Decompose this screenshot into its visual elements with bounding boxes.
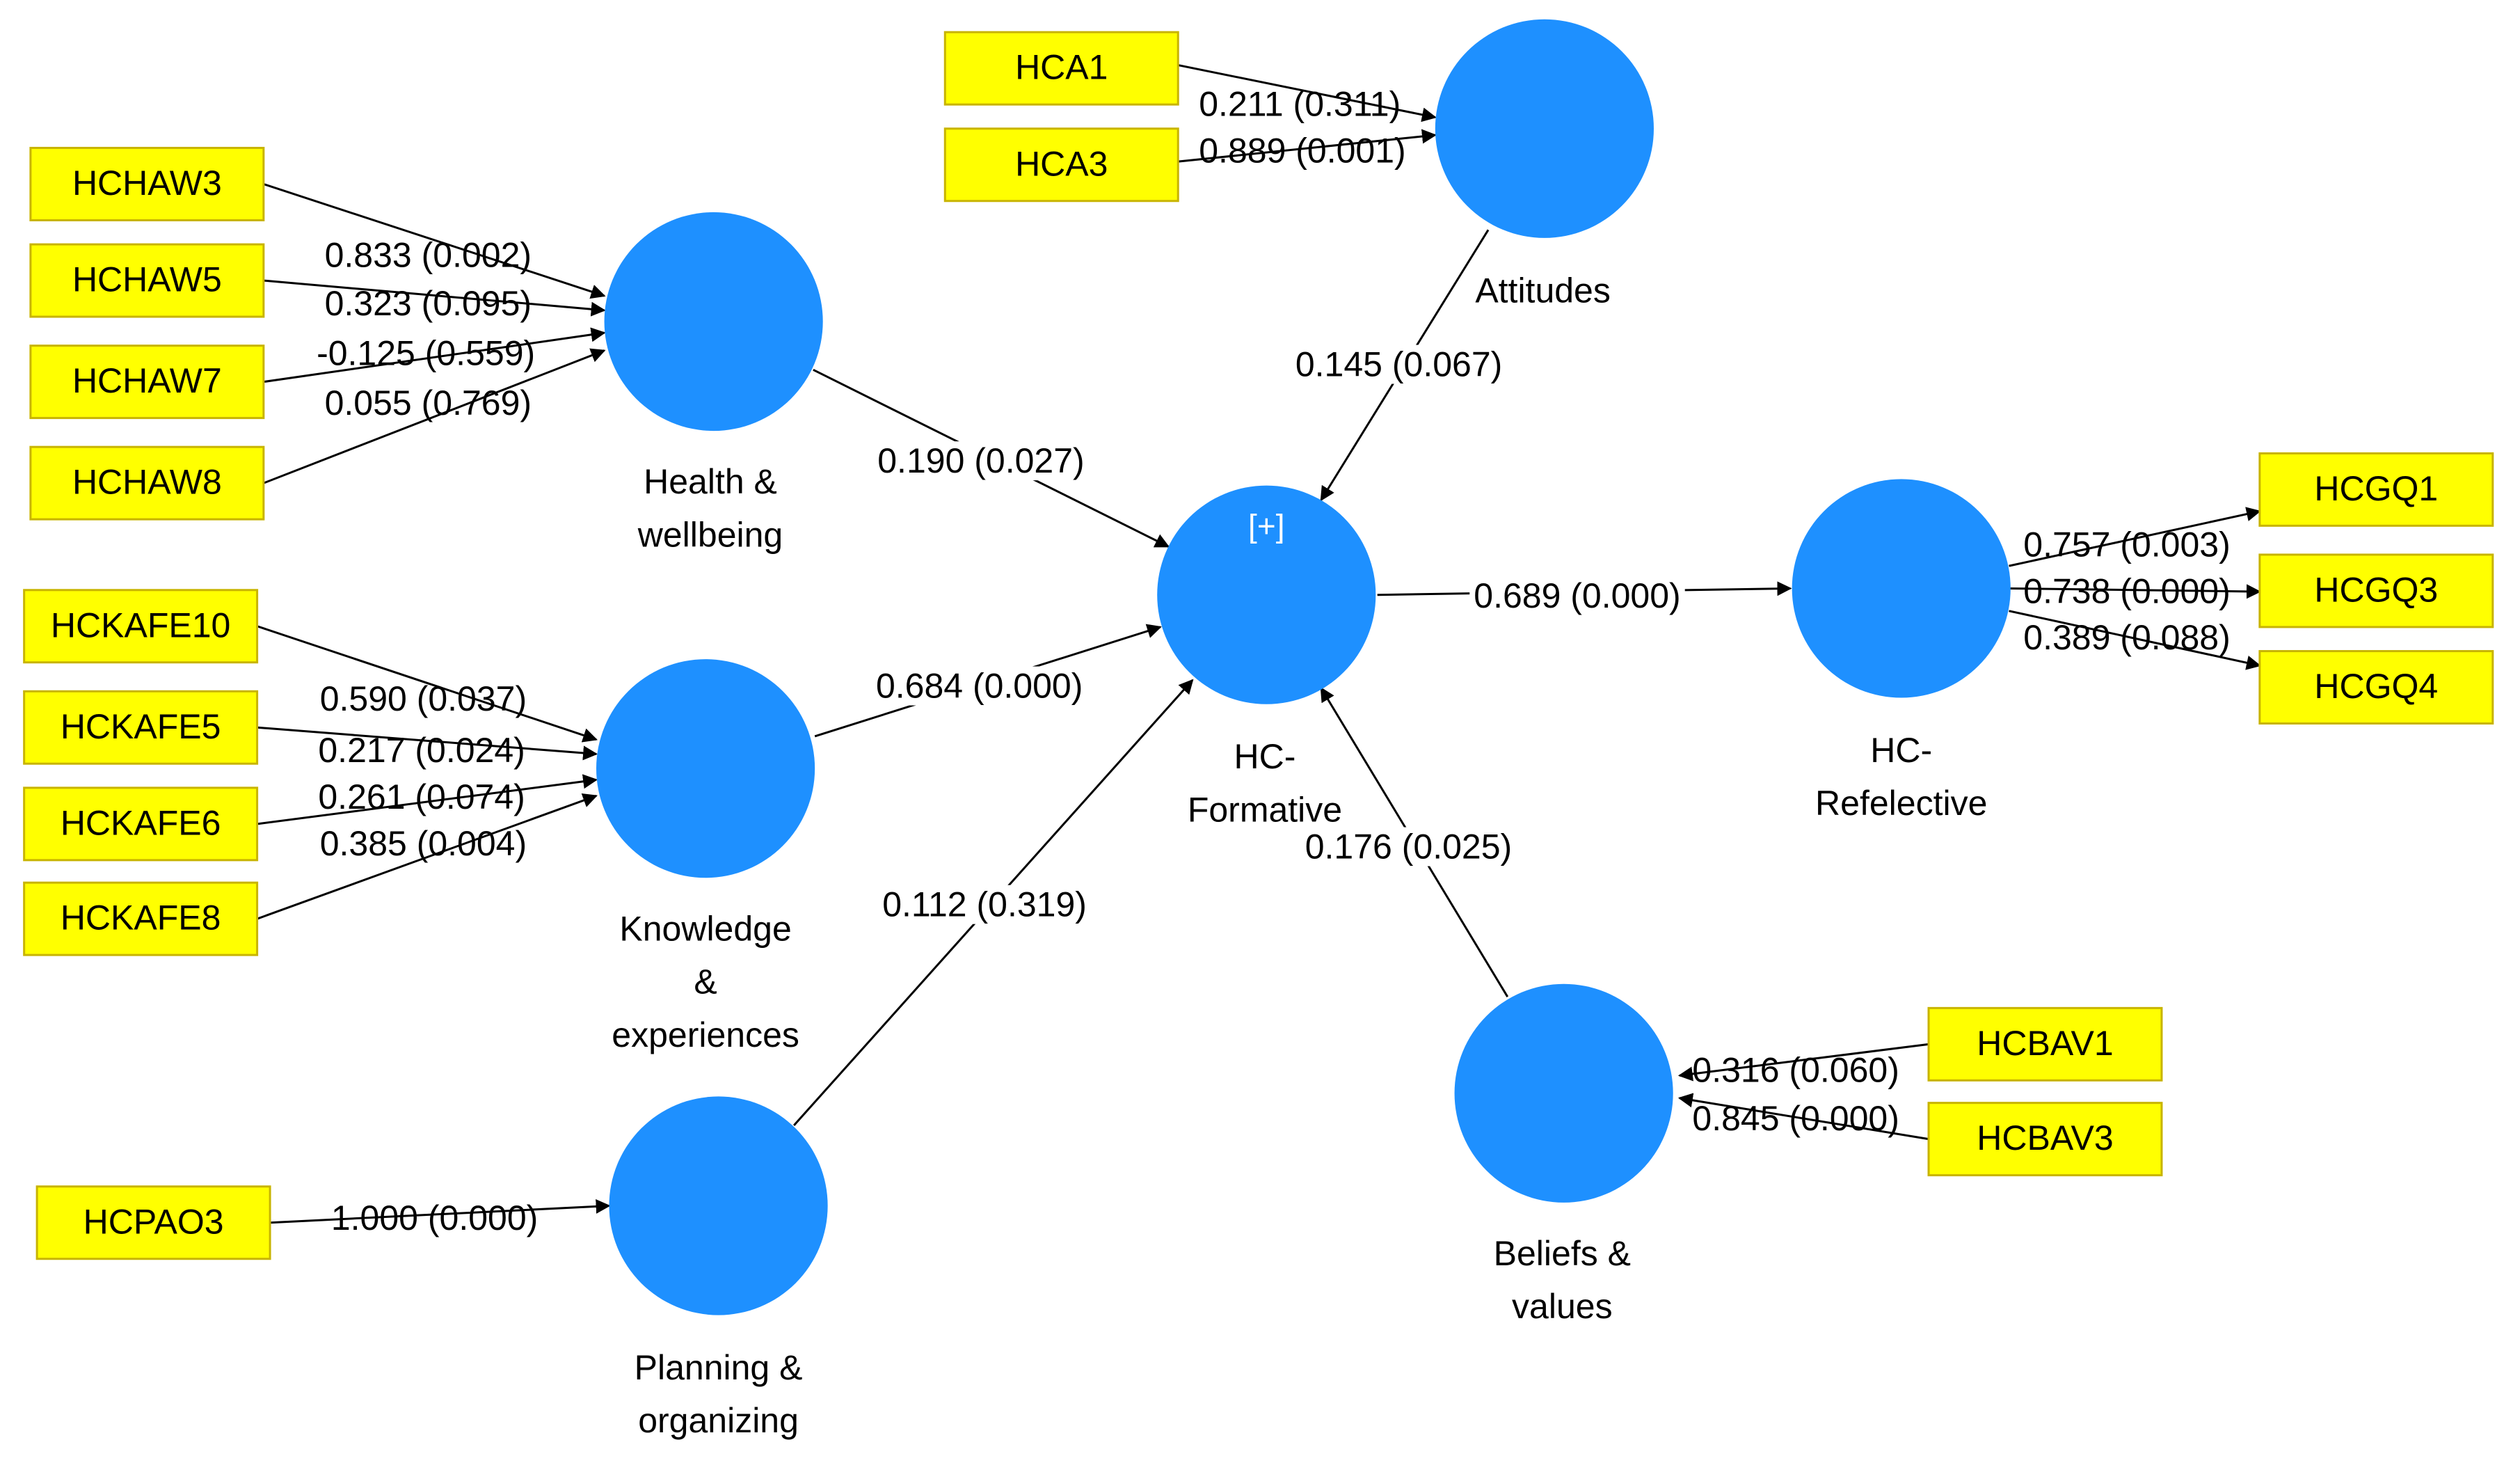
path-label-health_formative: 0.190 (0.027) (877, 441, 1084, 480)
construct-label-reflective: HC- (1870, 731, 1932, 770)
indicator-HCHAW3[interactable] (29, 147, 265, 221)
indicator-label-HCHAW7: HCHAW7 (72, 361, 222, 400)
construct-label-knowledge: experiences (612, 1015, 799, 1054)
indicator-HCKAFE10[interactable] (23, 589, 259, 664)
construct-label-planning: Planning & (635, 1348, 803, 1387)
path-label-background (1300, 827, 1517, 866)
weight-label-HCKAFE8: 0.385 (0.004) (320, 824, 527, 863)
expand-badge[interactable]: [+] (1248, 508, 1284, 544)
indicator-HCHAW7[interactable] (29, 345, 265, 420)
weight-label-HCKAFE10: 0.590 (0.037) (320, 679, 527, 718)
indicator-label-HCKAFE8: HCKAFE8 (61, 899, 221, 937)
indicator-label-HCGQ1: HCGQ1 (2314, 469, 2438, 508)
path-label-formative_reflective: 0.689 (0.000) (1474, 576, 1680, 615)
path-label-background (878, 885, 1091, 924)
construct-beliefs[interactable] (1454, 983, 1673, 1203)
indicator-label-HCHAW8: HCHAW8 (72, 463, 222, 502)
weight-label-HCGQ1: 0.757 (0.003) (2023, 525, 2230, 564)
weight-edge-HCBAV1 (1677, 1043, 1929, 1082)
weight-label-HCBAV1: 0.316 (0.060) (1692, 1051, 1899, 1090)
weight-label-HCA1: 0.211 (0.311) (1199, 84, 1401, 123)
path-label-beliefs_formative: 0.176 (0.025) (1305, 828, 1512, 866)
weight-label-HCHAW8: 0.055 (0.769) (325, 383, 532, 422)
path-label-background (1291, 345, 1507, 384)
path-label-background (871, 666, 1087, 706)
path-label-background (1469, 576, 1685, 616)
indicator-label-HCKAFE10: HCKAFE10 (51, 606, 230, 644)
indicator-HCKAFE8[interactable] (23, 881, 259, 956)
weight-edge-HCKAFE5 (257, 726, 598, 761)
indicator-HCPAO3[interactable] (35, 1185, 271, 1260)
weight-label-HCA3: 0.889 (0.001) (1199, 131, 1405, 170)
indicator-label-HCGQ3: HCGQ3 (2314, 570, 2438, 609)
indicator-HCKAFE6[interactable] (23, 786, 259, 862)
construct-label-formative: HC- (1234, 737, 1296, 776)
indicator-label-HCA1: HCA1 (1015, 48, 1108, 87)
weight-edge-HCKAFE10 (257, 625, 598, 743)
construct-health[interactable] (604, 212, 823, 432)
weight-label-HCGQ4: 0.389 (0.088) (2023, 618, 2230, 657)
weight-label-HCGQ3: 0.738 (0.000) (2023, 571, 2230, 610)
weight-edge-HCA3 (1178, 129, 1437, 163)
weight-label-HCHAW5: 0.323 (0.095) (325, 284, 532, 323)
indicator-HCKAFE5[interactable] (23, 690, 259, 765)
construct-label-planning: organizing (638, 1401, 799, 1440)
weight-label-HCKAFE5: 0.217 (0.024) (318, 731, 525, 770)
indicator-label-HCHAW3: HCHAW3 (72, 164, 222, 203)
construct-label-attitudes: Attitudes (1475, 271, 1611, 310)
construct-label-reflective: Refelective (1815, 784, 1987, 823)
loading-edge-HCGQ1 (2009, 507, 2261, 567)
indicator-label-HCGQ4: HCGQ4 (2314, 667, 2438, 706)
construct-knowledge[interactable] (596, 659, 815, 878)
weight-edge-HCHAW7 (263, 327, 606, 383)
indicator-label-HCKAFE5: HCKAFE5 (61, 707, 221, 746)
construct-label-beliefs: values (1512, 1287, 1613, 1326)
indicator-HCBAV1[interactable] (1927, 1006, 2163, 1082)
indicator-label-HCKAFE6: HCKAFE6 (61, 803, 221, 842)
construct-attitudes[interactable] (1435, 19, 1654, 238)
construct-label-health: Health & (644, 462, 777, 501)
indicator-label-HCHAW5: HCHAW5 (72, 260, 222, 299)
indicator-label-HCA3: HCA3 (1015, 144, 1108, 183)
weight-edge-HCHAW3 (263, 183, 606, 299)
indicator-label-HCBAV3: HCBAV3 (1977, 1118, 2113, 1157)
weight-edge-HCHAW5 (263, 279, 606, 317)
path-label-background (873, 441, 1089, 481)
indicator-HCA1[interactable] (943, 31, 1179, 106)
weight-edge-HCBAV3 (1677, 1093, 1929, 1141)
indicator-label-HCPAO3: HCPAO3 (83, 1202, 224, 1241)
loading-edge-HCGQ4 (2009, 610, 2261, 670)
construct-planning[interactable] (609, 1096, 828, 1315)
weight-edge-HCA1 (1177, 64, 1437, 122)
indicator-HCGQ4[interactable] (2258, 650, 2494, 725)
construct-reflective[interactable] (1792, 479, 2011, 698)
indicator-HCGQ1[interactable] (2258, 452, 2494, 527)
indicator-HCGQ3[interactable] (2258, 553, 2494, 628)
path-label-planning_formative: 0.112 (0.319) (882, 885, 1087, 924)
weight-edge-HCKAFE8 (257, 793, 598, 920)
path-label-attitudes_formative: 0.145 (0.067) (1295, 345, 1502, 384)
indicator-HCHAW8[interactable] (29, 445, 265, 521)
loading-edge-HCGQ3 (2009, 584, 2261, 599)
construct-formative[interactable] (1157, 485, 1376, 704)
indicator-HCHAW5[interactable] (29, 243, 265, 318)
weight-edge-HCPAO3 (270, 1198, 611, 1224)
indicator-HCBAV3[interactable] (1927, 1102, 2163, 1177)
construct-label-formative: Formative (1188, 790, 1342, 829)
construct-label-knowledge: & (694, 963, 717, 1002)
weight-label-HCHAW3: 0.833 (0.002) (325, 235, 532, 274)
construct-label-beliefs: Beliefs & (1494, 1234, 1631, 1273)
indicator-label-HCBAV1: HCBAV1 (1977, 1024, 2113, 1063)
indicator-HCA3[interactable] (943, 127, 1179, 203)
weight-label-HCBAV3: 0.845 (0.000) (1692, 1099, 1899, 1138)
weight-label-HCPAO3: 1.000 (0.000) (331, 1198, 538, 1237)
construct-label-health: wellbeing (637, 515, 783, 554)
weight-label-HCHAW7: -0.125 (0.559) (317, 333, 535, 372)
weight-edge-HCKAFE6 (257, 774, 598, 825)
weight-label-HCKAFE6: 0.261 (0.074) (318, 777, 525, 816)
path-label-knowledge_formative: 0.684 (0.000) (876, 667, 1083, 706)
construct-label-knowledge: Knowledge (619, 909, 791, 948)
weight-edge-HCHAW8 (263, 348, 606, 484)
